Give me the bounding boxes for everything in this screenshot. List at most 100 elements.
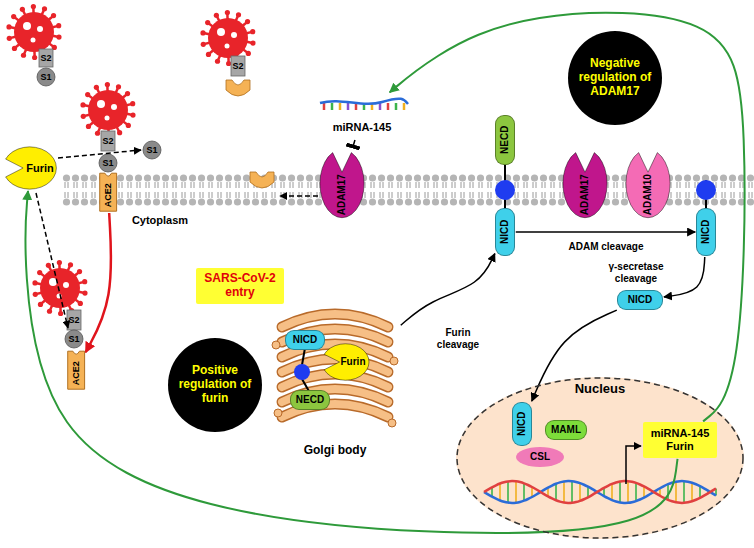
subunit-label: S2 bbox=[102, 136, 113, 146]
nicd-domain: NICD bbox=[512, 402, 532, 446]
node-text: NICD bbox=[499, 220, 511, 244]
virus-spikes bbox=[80, 82, 135, 138]
dna-rung bbox=[555, 484, 557, 501]
spike-tip bbox=[245, 19, 250, 24]
spike-tip bbox=[94, 85, 99, 90]
nucleus: NucleusNICDMAMLCSLmiRNA-145 Furin bbox=[455, 376, 745, 540]
notch-domain bbox=[495, 180, 515, 200]
connector bbox=[390, 13, 745, 422]
node-outline bbox=[455, 376, 745, 540]
spike-tip bbox=[6, 24, 11, 29]
node-text: ADAM17 bbox=[336, 174, 348, 215]
virus-spot bbox=[217, 28, 225, 36]
edge-label: γ-secretase cleavage bbox=[601, 261, 671, 284]
spike-tip bbox=[68, 262, 73, 267]
adam17-enzyme: ADAM17 bbox=[319, 148, 365, 219]
spike-tip bbox=[56, 34, 61, 39]
s1-subunit bbox=[99, 154, 117, 172]
connector bbox=[25, 191, 677, 533]
node-text: NICD bbox=[628, 294, 652, 306]
enzyme-shape bbox=[563, 153, 607, 218]
furin-enzyme: Furin bbox=[2, 146, 58, 190]
node-text: CSL bbox=[530, 451, 550, 463]
csl-protein: CSL bbox=[516, 447, 564, 467]
spike-tip bbox=[47, 309, 52, 314]
adam10-enzyme: ADAM10 bbox=[625, 148, 671, 219]
receptor-shape bbox=[100, 173, 117, 211]
spike-tip bbox=[130, 101, 135, 106]
dna-strand bbox=[484, 481, 716, 503]
necd-domain: NECD bbox=[495, 115, 515, 165]
virus-spot bbox=[63, 282, 69, 288]
spike-tip bbox=[7, 36, 12, 41]
virus-spot bbox=[225, 44, 230, 49]
s2-subunit bbox=[39, 49, 53, 67]
enzyme-shape bbox=[6, 147, 57, 189]
dna-rung bbox=[499, 483, 501, 500]
maml-protein: MAML bbox=[545, 420, 587, 440]
spike-tip bbox=[206, 52, 211, 57]
virus-spot bbox=[105, 116, 110, 121]
spike-tip bbox=[80, 102, 85, 107]
spike-tip bbox=[236, 12, 241, 17]
virus-spot bbox=[37, 26, 43, 32]
mirna-strand: miRNA-145 bbox=[312, 93, 412, 139]
subunit-label: S2 bbox=[40, 53, 51, 63]
rna-base bbox=[387, 103, 390, 110]
subunit-label: S1 bbox=[102, 158, 113, 168]
virus-spot bbox=[23, 22, 31, 30]
virus-body bbox=[14, 12, 54, 52]
nicd-domain: NICD bbox=[285, 330, 325, 350]
virus-body bbox=[88, 90, 128, 130]
virus-spot bbox=[111, 104, 117, 110]
subunit-label: S2 bbox=[68, 315, 79, 325]
spike-tip bbox=[37, 270, 42, 275]
virus-spikes bbox=[200, 10, 255, 66]
golgi-vesicle bbox=[272, 341, 280, 349]
regulation-circle: Positive regulation of furin bbox=[168, 338, 263, 433]
golgi-vesicle bbox=[274, 409, 282, 417]
adam17-enzyme: ADAM17 bbox=[562, 148, 608, 219]
spike-tip bbox=[77, 269, 82, 274]
ace2-receptor: ACE2 bbox=[67, 350, 85, 390]
spike-tip bbox=[200, 30, 205, 35]
node-text: Negative regulation of ADAM17 bbox=[578, 57, 652, 98]
dna-rung bbox=[611, 484, 613, 500]
dna-rung bbox=[699, 486, 701, 498]
spike-tip bbox=[85, 92, 90, 97]
spike-tip bbox=[125, 91, 130, 96]
node-text: SARS-CoV-2 entry bbox=[200, 272, 280, 300]
shed-ace2 bbox=[226, 80, 250, 96]
node-text: Furin bbox=[26, 162, 54, 175]
nicd-domain: NICD bbox=[696, 208, 716, 256]
entry-box: SARS-CoV-2 entry bbox=[196, 268, 284, 304]
spike-tip bbox=[246, 51, 251, 56]
spike-tip bbox=[21, 53, 26, 58]
spike-tip bbox=[205, 20, 210, 25]
spike-tip bbox=[42, 6, 47, 11]
dna-rung bbox=[627, 481, 629, 503]
enzyme-shape bbox=[626, 153, 670, 218]
spike-tip bbox=[250, 40, 255, 45]
virus-spot bbox=[231, 32, 237, 38]
spike-tip bbox=[81, 114, 86, 119]
golgi-vesicle bbox=[388, 419, 396, 427]
s1-subunit bbox=[65, 330, 83, 348]
dna-rung bbox=[683, 481, 685, 503]
spike-tip bbox=[32, 55, 37, 60]
edge-label: Furin cleavage bbox=[428, 327, 488, 350]
necd-domain: NECD bbox=[290, 390, 330, 410]
furin-enzyme: Furin bbox=[321, 343, 370, 381]
nucleus-fill bbox=[456, 377, 744, 539]
spike-tip bbox=[82, 290, 87, 295]
spike-tip bbox=[126, 123, 131, 128]
node-text: NECD bbox=[296, 394, 324, 406]
spike-tip bbox=[20, 7, 25, 12]
spike-tip bbox=[116, 84, 121, 89]
nicd-domain: NICD bbox=[495, 208, 515, 256]
spike-tip bbox=[31, 4, 36, 9]
rna-base bbox=[403, 103, 406, 110]
node-text: Positive regulation of furin bbox=[178, 364, 252, 405]
spike-tip bbox=[56, 23, 61, 28]
notch-domain bbox=[696, 180, 716, 200]
